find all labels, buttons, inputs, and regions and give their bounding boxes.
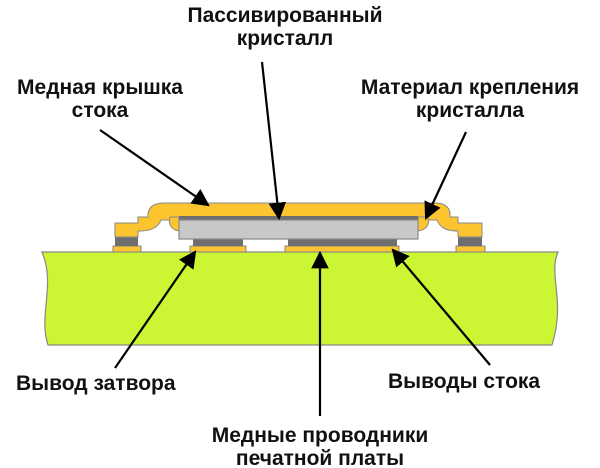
label-die-attach: Материал крепления кристалла: [340, 76, 600, 122]
label-line: печатной платы: [235, 447, 405, 468]
label-line: кристалл: [236, 27, 334, 50]
die-attach-layer: [179, 216, 418, 220]
gate-pad: [189, 245, 247, 253]
label-gate-terminal: Вывод затвора: [16, 372, 176, 395]
label-passivated-die: Пассивированный кристалл: [170, 4, 400, 50]
label-line: Медные проводники: [211, 424, 429, 447]
passivated-die: [178, 219, 419, 240]
arrow-passivated-die: [260, 61, 287, 221]
label-line: Материал крепления: [360, 76, 580, 99]
die-attach-fillet-right: [417, 216, 429, 232]
right-clip-pad: [455, 245, 486, 253]
left-solder: [115, 237, 138, 246]
pcb-board: [41, 251, 559, 346]
die-attach-fillet-left: [169, 216, 180, 232]
copper-drain-clip: [114, 202, 483, 238]
label-drain-terminals: Выводы стока: [388, 370, 541, 393]
label-pcb-traces: Медные проводники печатной платы: [180, 424, 460, 468]
drain-pad: [284, 245, 400, 253]
label-line: Пассивированный: [187, 4, 383, 27]
label-line: Медная крышка: [17, 76, 183, 99]
arrow-drain-terminals: [391, 248, 491, 366]
arrow-copper-clip: [99, 129, 210, 207]
left-clip-pad: [112, 245, 142, 253]
arrow-gate-terminal: [114, 250, 197, 369]
gate-solder: [193, 239, 243, 246]
arrow-die-attach: [424, 131, 467, 220]
label-line: кристалла: [415, 99, 525, 122]
label-copper-clip: Медная крышка стока: [0, 76, 200, 122]
right-solder: [458, 237, 482, 246]
drain-solder: [288, 239, 397, 246]
label-line: стока: [71, 99, 129, 122]
